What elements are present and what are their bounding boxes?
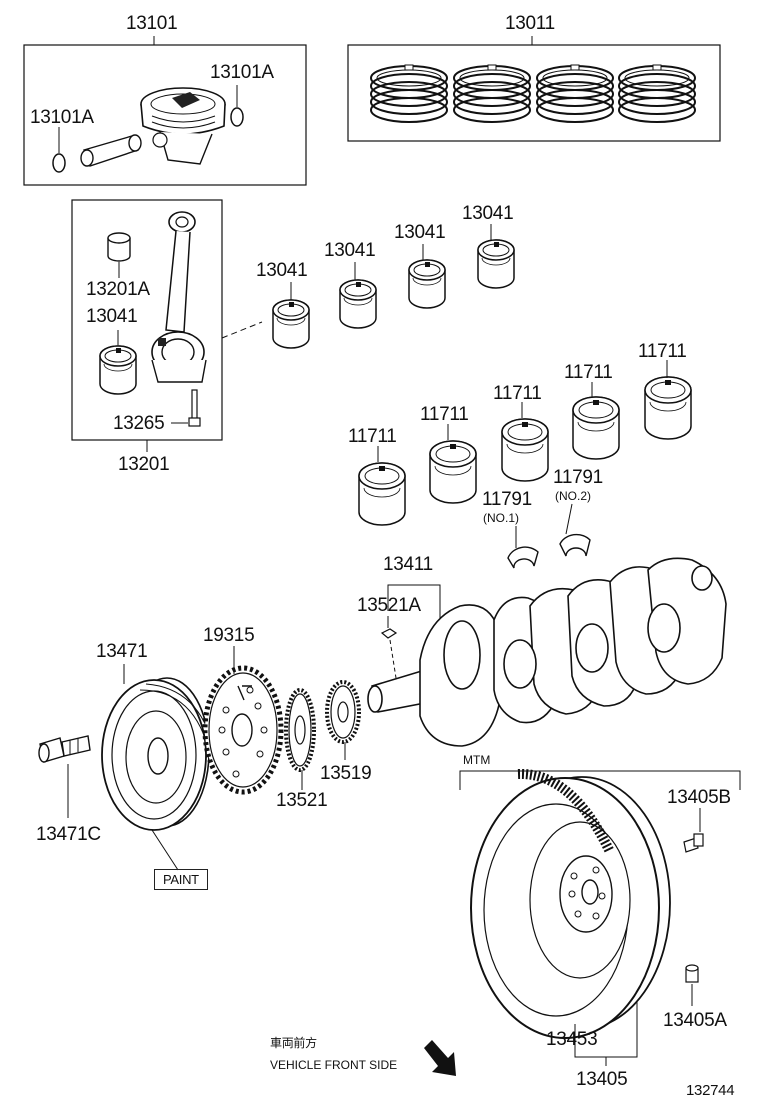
label-thrust-washer-2: 11791 xyxy=(553,467,603,488)
piston-icon xyxy=(140,87,226,165)
piston-ring-icon xyxy=(618,64,696,123)
pulley-bolt-icon xyxy=(38,735,91,763)
label-main-bearing: 11711 xyxy=(638,341,687,362)
label-rod-bearing-left: 13041 xyxy=(86,306,138,327)
label-flywheel-pin: 13405A xyxy=(663,1010,727,1031)
label-flywheel-bolt: 13405B xyxy=(667,787,731,808)
thrust-washer-icon xyxy=(559,533,591,557)
label-thrust-washer-2-note: (NO.2) xyxy=(555,489,591,503)
label-main-bearing: 11711 xyxy=(493,383,542,404)
label-pulley-bolt: 13471C xyxy=(36,824,101,845)
piston-ring-icon xyxy=(453,64,531,123)
key-icon xyxy=(380,628,398,639)
piston-pin-icon xyxy=(80,134,142,167)
main-bearing-icon xyxy=(572,396,620,460)
flywheel-bolt-icon xyxy=(683,833,704,853)
label-snap-ring-right: 13101A xyxy=(210,62,274,83)
sprocket-icon xyxy=(284,688,316,772)
thrust-washer-icon xyxy=(507,546,539,569)
snap-ring-left-icon xyxy=(52,153,66,173)
timing-rotor-icon xyxy=(202,665,284,795)
label-sprocket: 13521 xyxy=(276,790,328,811)
label-flywheel: 13405 xyxy=(576,1069,628,1090)
label-front-jp: 車両前方 xyxy=(270,1036,317,1050)
rod-bearing-icon xyxy=(272,299,310,349)
mtm-bracket xyxy=(459,770,741,790)
label-piston-set: 13101 xyxy=(126,13,178,34)
ring-gear-teeth-icon xyxy=(517,768,615,855)
front-arrow-icon xyxy=(424,1040,456,1076)
rod-bolt-icon xyxy=(188,389,201,427)
label-thrust-washer-1-note: (NO.1) xyxy=(483,511,519,525)
label-gear: 13519 xyxy=(320,763,372,784)
gear-icon xyxy=(325,680,361,744)
label-main-bearing: 11711 xyxy=(564,362,613,383)
label-rod-bearing: 13041 xyxy=(256,260,308,281)
main-bearing-icon xyxy=(501,418,549,482)
label-connecting-rod: 13201 xyxy=(118,454,170,475)
label-rod-bearing: 13041 xyxy=(324,240,376,261)
bushing-icon xyxy=(107,232,131,262)
rod-bearing-icon xyxy=(99,345,137,395)
connecting-rod-icon xyxy=(151,211,207,383)
label-rod-bearing: 13041 xyxy=(394,222,446,243)
label-mtm: MTM xyxy=(463,753,491,767)
ring-set-box xyxy=(347,44,721,142)
crank-pulley-icon xyxy=(101,677,215,831)
rod-bearing-icon xyxy=(339,279,377,329)
label-piston-ring-set: 13011 xyxy=(505,13,555,34)
rod-bearing-icon xyxy=(408,259,446,309)
piston-ring-icon xyxy=(370,64,448,123)
snap-ring-right-icon xyxy=(230,107,244,127)
label-front-en: VEHICLE FRONT SIDE xyxy=(270,1058,398,1072)
label-snap-ring-left: 13101A xyxy=(30,107,94,128)
label-ring-gear: 13453 xyxy=(546,1029,598,1050)
main-bearing-icon xyxy=(429,440,477,504)
label-key: 13521A xyxy=(357,595,421,616)
label-main-bearing: 11711 xyxy=(348,426,397,447)
label-timing-rotor: 19315 xyxy=(203,625,255,646)
label-paint: PAINT xyxy=(154,869,208,890)
label-main-bearing: 11711 xyxy=(420,404,469,425)
main-bearing-icon xyxy=(358,462,406,526)
flywheel-pin-icon xyxy=(685,964,699,983)
label-rod-bearing: 13041 xyxy=(462,203,514,224)
rod-bearing-icon xyxy=(477,239,515,289)
label-rod-bolt: 13265 xyxy=(113,413,165,434)
label-bushing: 13201A xyxy=(86,279,150,300)
label-pulley: 13471 xyxy=(96,641,148,662)
flywheel-icon xyxy=(470,776,671,1039)
label-thrust-washer-1: 11791 xyxy=(482,489,532,510)
label-diagram-id: 132744 xyxy=(686,1082,735,1099)
main-bearing-icon xyxy=(644,376,692,440)
piston-ring-icon xyxy=(536,64,614,123)
label-crankshaft: 13411 xyxy=(383,554,433,575)
piston-set-box xyxy=(23,44,307,186)
crankshaft-icon xyxy=(367,557,727,747)
